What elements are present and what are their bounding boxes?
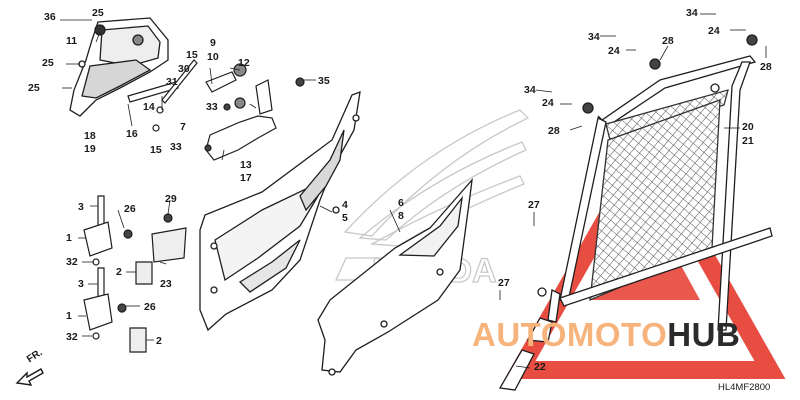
- callout-31[interactable]: 31: [166, 76, 178, 88]
- callout-35[interactable]: 35: [318, 75, 330, 87]
- callout-5[interactable]: 5: [342, 212, 348, 224]
- callout-10[interactable]: 10: [207, 51, 219, 63]
- callout-32[interactable]: 32: [66, 256, 78, 268]
- callout-24[interactable]: 24: [608, 45, 620, 57]
- handle-bracket-assembly: [69, 17, 169, 117]
- diagram-code: HL4MF2800: [718, 382, 771, 393]
- callout-23[interactable]: 23: [160, 278, 172, 290]
- callout-25[interactable]: 25: [28, 82, 40, 94]
- callout-11[interactable]: 11: [66, 35, 78, 47]
- callout-14[interactable]: 14: [143, 101, 155, 113]
- callout-28[interactable]: 28: [662, 35, 674, 47]
- callout-26[interactable]: 26: [144, 301, 156, 313]
- callout-7[interactable]: 7: [180, 121, 186, 133]
- callout-19[interactable]: 19: [84, 143, 96, 155]
- callout-34[interactable]: 34: [686, 7, 698, 19]
- callout-16[interactable]: 16: [126, 128, 138, 140]
- honda-wing-outline: [334, 109, 530, 281]
- callout-28[interactable]: 28: [548, 125, 560, 137]
- callout-20[interactable]: 20: [742, 121, 754, 133]
- callout-9[interactable]: 9: [210, 37, 216, 49]
- callout-24[interactable]: 24: [542, 97, 554, 109]
- callout-32[interactable]: 32: [66, 331, 78, 343]
- callout-33[interactable]: 33: [206, 101, 218, 113]
- watermark-logo-text: AUTOMOTOHUB: [472, 318, 740, 351]
- callout-29[interactable]: 29: [165, 193, 177, 205]
- callout-36[interactable]: 36: [44, 11, 56, 23]
- callout-21[interactable]: 21: [742, 135, 754, 147]
- callout-2[interactable]: 2: [116, 266, 122, 278]
- callout-13[interactable]: 13: [240, 159, 252, 171]
- callout-34[interactable]: 34: [588, 31, 600, 43]
- watermark-text-part-b: HUB: [667, 316, 741, 353]
- callout-15[interactable]: 15: [186, 49, 198, 61]
- callout-17[interactable]: 17: [240, 172, 252, 184]
- lower-hinge-set: [83, 267, 147, 353]
- callout-2[interactable]: 2: [156, 335, 162, 347]
- door-inner-panel: [317, 177, 473, 376]
- callout-26[interactable]: 26: [124, 203, 136, 215]
- callout-6[interactable]: 6: [398, 197, 404, 209]
- callout-33[interactable]: 33: [170, 141, 182, 153]
- callout-27[interactable]: 27: [528, 199, 540, 211]
- callout-24[interactable]: 24: [708, 25, 720, 37]
- callout-25[interactable]: 25: [92, 7, 104, 19]
- latch-rod-and-bracket: [127, 59, 305, 161]
- callout-1[interactable]: 1: [66, 232, 72, 244]
- callout-22[interactable]: 22: [534, 361, 546, 373]
- callout-4[interactable]: 4: [342, 199, 348, 211]
- net-frame-assembly: [498, 34, 773, 391]
- callout-15[interactable]: 15: [150, 144, 162, 156]
- callout-12[interactable]: 12: [238, 57, 250, 69]
- callout-18[interactable]: 18: [84, 130, 96, 142]
- callout-30[interactable]: 30: [178, 63, 190, 75]
- callout-25[interactable]: 25: [42, 57, 54, 69]
- callout-34[interactable]: 34: [524, 84, 536, 96]
- callout-28[interactable]: 28: [760, 61, 772, 73]
- callout-8[interactable]: 8: [398, 210, 404, 222]
- callout-3[interactable]: 3: [78, 278, 84, 290]
- watermark-text-part-a: AUTOMOTO: [472, 316, 668, 353]
- callout-3[interactable]: 3: [78, 201, 84, 213]
- callout-27[interactable]: 27: [498, 277, 510, 289]
- upper-hinge-set: [83, 195, 187, 285]
- callout-1[interactable]: 1: [66, 310, 72, 322]
- leader-lines: [60, 13, 767, 369]
- door-outer-panel: [199, 90, 361, 332]
- front-arrow-icon: [15, 368, 44, 386]
